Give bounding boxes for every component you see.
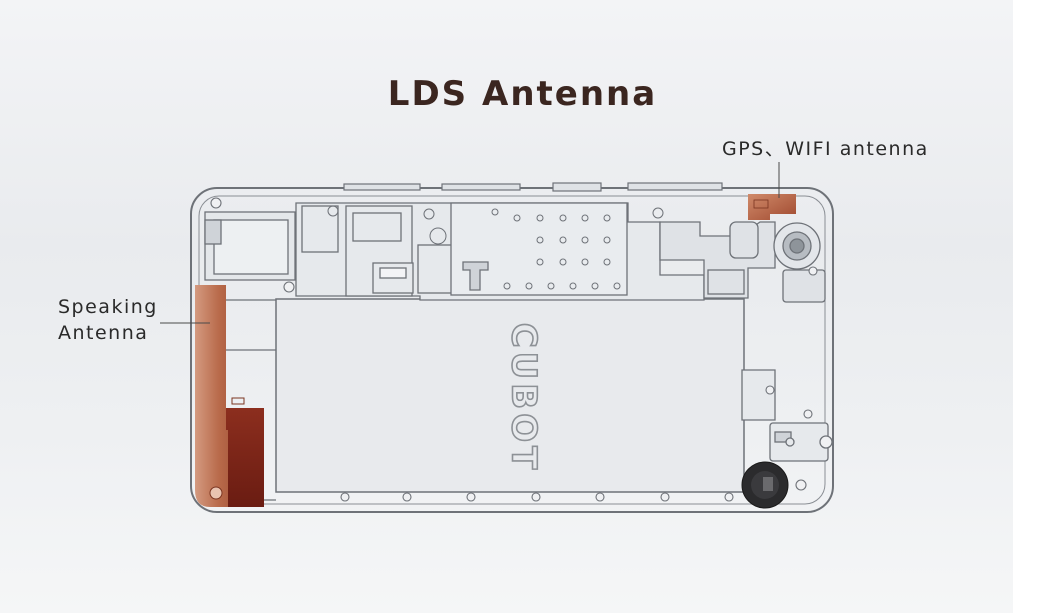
diagram-title: LDS Antenna (387, 74, 658, 114)
gps-wifi-antenna-label: GPS、WIFI antenna (722, 138, 929, 160)
pcb-pads (327, 205, 664, 290)
gps-wifi-antenna (748, 194, 796, 220)
sim-slot (204, 211, 296, 281)
phone-internal-diagram: CUBOT (160, 162, 834, 513)
speaking-antenna-label-line2: Antenna (58, 322, 149, 344)
frame-screws (210, 197, 818, 502)
leader-lines (160, 162, 780, 324)
cubot-watermark: CUBOT (503, 322, 545, 474)
right-margin-strip (1013, 0, 1045, 613)
speaker (741, 461, 789, 509)
speaking-antenna-label: Speaking Antenna (58, 294, 158, 346)
cubot-watermark-text: CUBOT (504, 323, 544, 474)
battery: CUBOT (275, 298, 745, 493)
usb-port (741, 369, 833, 462)
camera-module (659, 221, 826, 303)
speaking-antenna (195, 285, 264, 507)
top-edge-connectors (343, 182, 723, 192)
speaking-antenna-label-line1: Speaking (58, 296, 158, 318)
pcb-board (295, 202, 705, 301)
